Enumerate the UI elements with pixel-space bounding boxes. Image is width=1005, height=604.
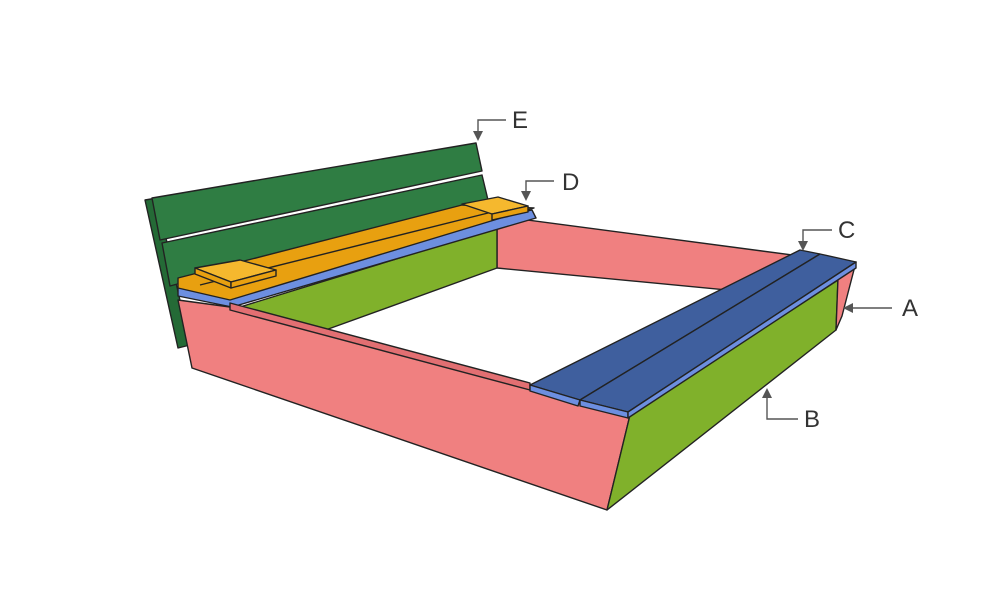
left-seat-cleat-back-side: [491, 205, 529, 221]
callout-d-leader: [525, 180, 554, 192]
right-seat-slat-front-end: [627, 261, 857, 419]
callout-a-label: A: [902, 295, 918, 322]
right-seat-group: [529, 249, 857, 419]
callout-e: E: [473, 107, 528, 141]
callout-c: C: [798, 217, 855, 251]
left-seat-cleat-front-end: [230, 269, 277, 289]
right-seat-slat-back-edge: [529, 384, 581, 407]
callout-b-arrow: [762, 388, 772, 398]
left-seat-group: [177, 196, 537, 308]
callout-b: B: [762, 388, 820, 433]
callout-d-label: D: [562, 169, 579, 196]
front-wall: [177, 299, 631, 511]
callout-c-label: C: [838, 217, 855, 244]
callout-a: A: [843, 295, 918, 322]
callout-e-arrow: [473, 131, 483, 141]
callout-b-label: B: [804, 406, 820, 433]
callout-c-arrow: [798, 241, 808, 251]
backrest-slat-upper: [151, 142, 483, 241]
callout-b-leader: [766, 398, 798, 420]
callout-e-label: E: [512, 107, 528, 134]
callout-e-leader: [477, 119, 506, 132]
callout-c-leader: [802, 229, 832, 242]
callout-d: D: [521, 169, 579, 201]
callout-a-arrow: [843, 303, 853, 313]
callout-d-arrow: [521, 191, 531, 201]
